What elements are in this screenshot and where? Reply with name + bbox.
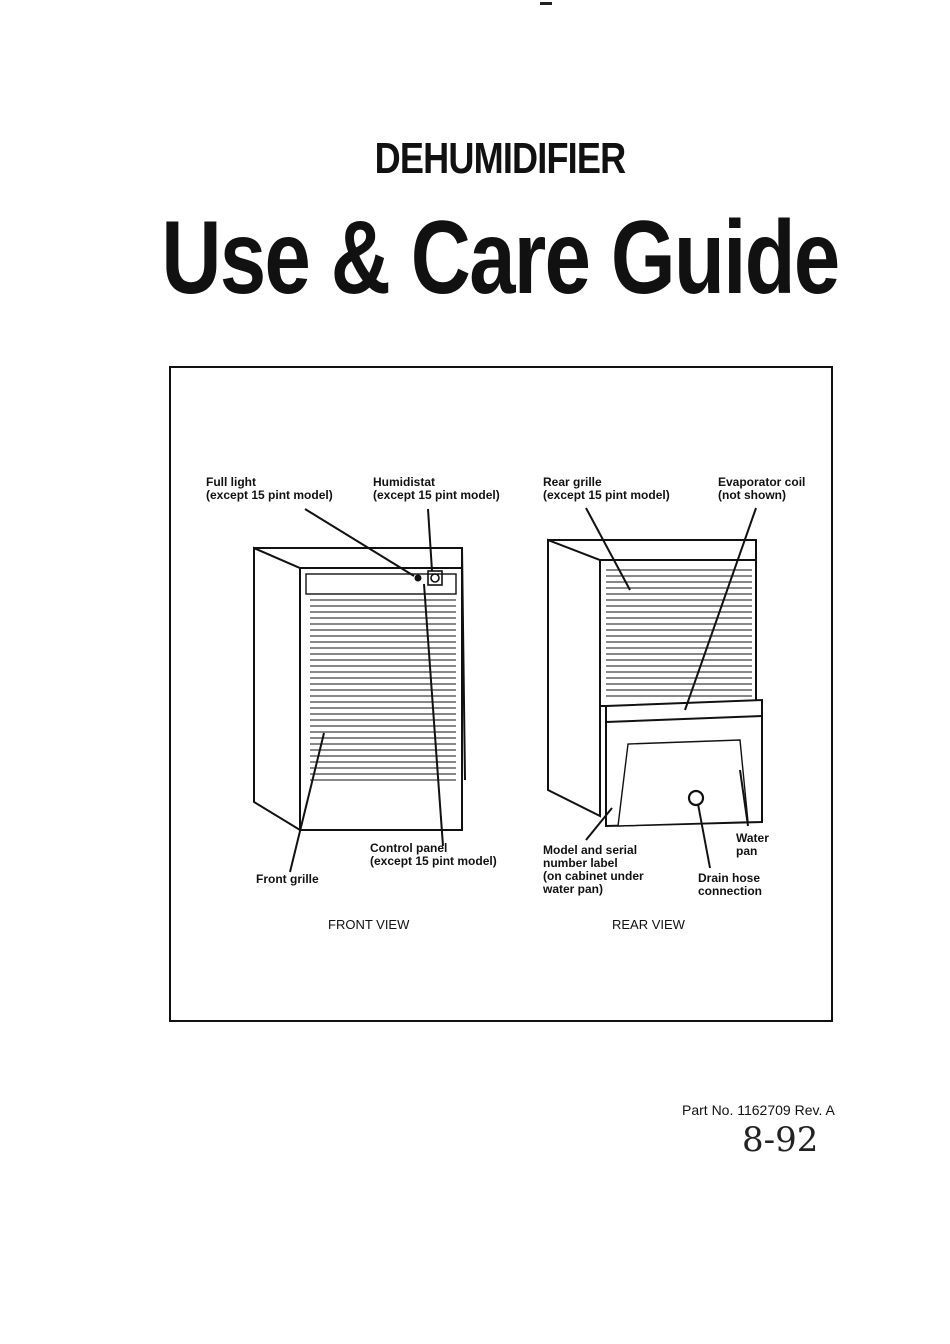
illustration-frame [169,366,833,1022]
label-control-panel: Control panel (except 15 pint model) [370,841,497,868]
caption-front-view: FRONT VIEW [328,917,410,932]
label-front-grille: Front grille [256,872,319,886]
label-water-pan: Water pan [736,831,769,858]
part-number: Part No. 1162709 Rev. A [682,1102,835,1118]
label-full-light: Full light (except 15 pint model) [206,475,333,502]
product-type-heading: DEHUMIDIFIER [374,134,627,183]
guide-title: Use & Care Guide [161,200,840,316]
label-evaporator-coil: Evaporator coil (not shown) [718,475,806,502]
label-rear-grille: Rear grille (except 15 pint model) [543,475,670,502]
label-drain-hose: Drain hose connection [698,871,763,898]
front-grille-slats [310,599,456,781]
front-unit-illustration [253,546,466,832]
full-light-indicator [414,574,422,582]
caption-rear-view: REAR VIEW [612,917,685,932]
scan-mark [540,2,552,5]
label-model-serial: Model and serial number label (on cabine… [543,843,644,896]
rear-unit-illustration [547,538,763,828]
handwritten-date: 8-92 [742,1120,819,1160]
label-humidistat: Humidistat (except 15 pint model) [373,475,500,502]
rear-grille-slats [606,569,752,697]
humidistat-knob [427,570,443,586]
